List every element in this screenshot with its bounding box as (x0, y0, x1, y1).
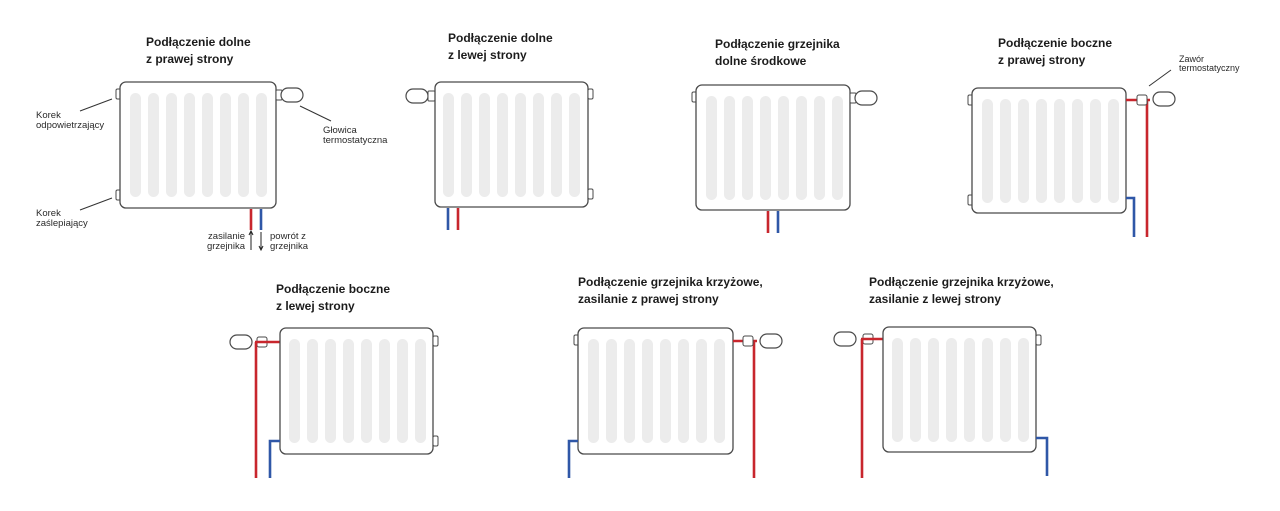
radiator-panel (119, 81, 277, 209)
label-line: termostatyczny (1179, 63, 1240, 73)
radiator-bottom-left (405, 81, 594, 230)
thermostatic-head-icon (405, 88, 429, 104)
label-bleed-plug: Korek odpowietrzający (36, 111, 104, 131)
return-pipe (268, 439, 280, 478)
thermostatic-head-icon (229, 334, 253, 350)
radiator-bottom-right (79, 81, 332, 252)
thermostatic-valve-icon (742, 335, 754, 347)
label-line: grzejnika (206, 241, 245, 252)
thermostatic-head-icon (759, 333, 783, 349)
title-line-2: z prawej strony (998, 53, 1086, 67)
radiator-cross-right (567, 327, 783, 478)
radiator-panel (882, 326, 1037, 453)
thermostatic-head-icon (833, 331, 857, 347)
diagram-title-bottom-right: Podłączenie dolne z prawej strony (146, 34, 251, 68)
label-line: termostatyczna (323, 135, 388, 146)
radiator-panel (971, 87, 1127, 214)
radiator-side-right (967, 69, 1176, 237)
title-line-1: Podłączenie boczne (276, 282, 391, 296)
return-pipe (1036, 436, 1049, 476)
diagram-title-side-right: Podłączenie boczne z prawej strony (998, 35, 1112, 69)
title-line-1: Podłączenie grzejnika krzyżowe, (869, 275, 1054, 289)
title-line-2: z lewej strony (276, 299, 355, 313)
thermostatic-head-icon (854, 90, 878, 106)
label-line: Głowica (323, 125, 357, 136)
radiator-bottom-center (691, 84, 878, 233)
thermostatic-valve-icon (1136, 94, 1148, 106)
label-line: odpowietrzający (36, 120, 105, 131)
diagram-title-cross-right: Podłączenie grzejnika krzyżowe, zasilani… (578, 274, 763, 308)
label-line: Zawór (1179, 54, 1205, 64)
title-line-2: dolne środkowe (715, 54, 807, 68)
diagram-title-bottom-left: Podłączenie dolne z lewej strony (448, 30, 553, 64)
label-return: powrót z grzejnika (270, 232, 308, 252)
radiator-side-left (229, 327, 439, 478)
radiator-panel (577, 327, 734, 455)
label-thermostatic-head: Głowica termostatyczna (323, 126, 387, 146)
thermostatic-head-icon (280, 87, 304, 103)
title-line-1: Podłączenie boczne (998, 36, 1113, 50)
label-line: powrót z (270, 231, 306, 242)
title-line-2: zasilanie z prawej strony (578, 292, 719, 306)
label-thermostatic-valve: Zawór termostatyczny (1179, 55, 1240, 73)
return-pipe (567, 439, 578, 478)
title-line-2: z lewej strony (448, 48, 527, 62)
label-line: zaślepiający (36, 218, 88, 229)
title-line-1: Podłączenie dolne (448, 31, 553, 45)
diagram-title-side-left: Podłączenie boczne z lewej strony (276, 281, 390, 315)
label-supply: zasilanie grzejnika (203, 232, 245, 252)
radiator-panel (279, 327, 434, 455)
radiator-panel (695, 84, 851, 211)
diagram-title-cross-left: Podłączenie grzejnika krzyżowe, zasilani… (869, 274, 1054, 308)
label-line: zasilanie (208, 231, 245, 242)
label-line: Korek (36, 208, 61, 219)
thermostatic-head-icon (1152, 91, 1176, 107)
label-blind-plug: Korek zaślepiający (36, 209, 88, 229)
title-line-1: Podłączenie dolne (146, 35, 251, 49)
diagram-title-bottom-center: Podłączenie grzejnika dolne środkowe (715, 36, 840, 70)
title-line-2: zasilanie z lewej strony (869, 292, 1002, 306)
title-line-1: Podłączenie grzejnika (715, 37, 840, 51)
title-line-1: Podłączenie grzejnika krzyżowe, (578, 275, 763, 289)
radiator-cross-left (833, 326, 1049, 478)
title-line-2: z prawej strony (146, 52, 234, 66)
label-line: grzejnika (270, 241, 309, 252)
radiator-panel (434, 81, 589, 208)
label-line: Korek (36, 110, 61, 121)
return-pipe (1126, 196, 1136, 237)
